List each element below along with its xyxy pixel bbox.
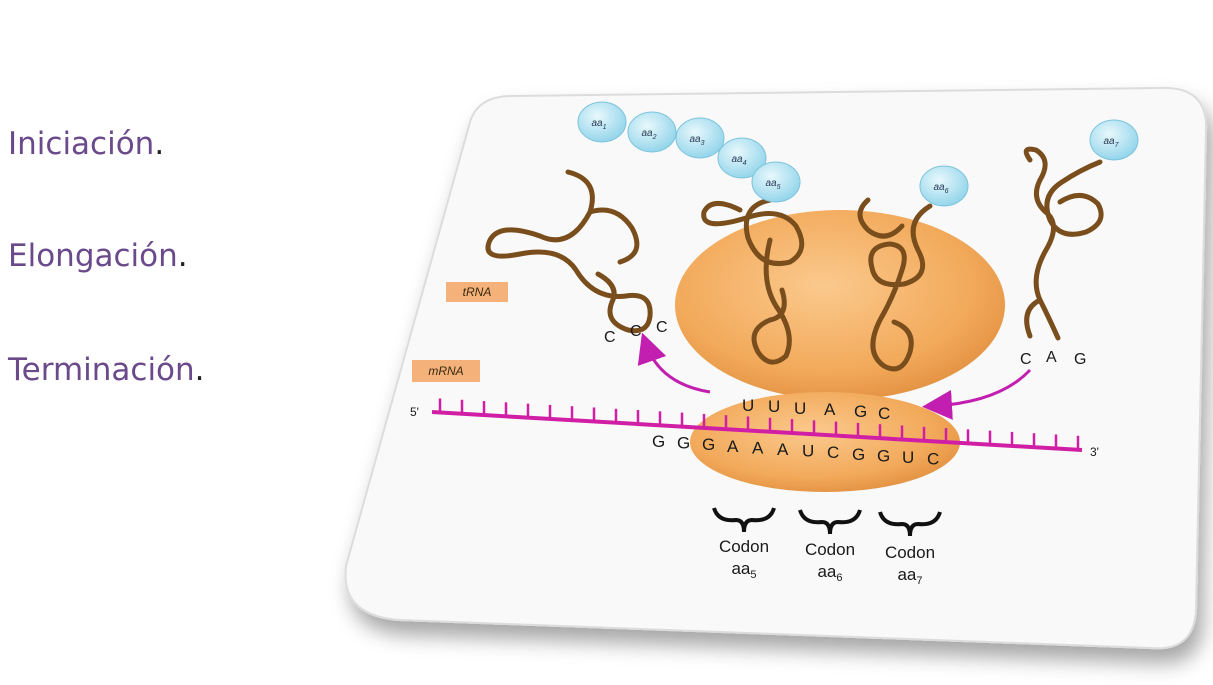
- codon-labels: Codon aa5 Codon aa6 Codon aa7: [712, 507, 942, 587]
- codon-base: C: [927, 450, 939, 469]
- stage-label: Elongación: [8, 238, 178, 274]
- codon-word: Codon: [885, 543, 935, 562]
- trna-tag: tRNA: [446, 282, 508, 302]
- anticodon-base: C: [1020, 351, 1032, 368]
- codon-word: Codon: [719, 537, 769, 556]
- a-site-trna: [857, 197, 933, 372]
- svg-text:tRNA: tRNA: [463, 285, 492, 299]
- exiting-trna: [485, 169, 653, 334]
- codon-aa: aa5: [731, 559, 756, 581]
- codon-base: G: [652, 432, 665, 451]
- amino-acid: aa5: [751, 161, 801, 203]
- codon-base: U: [902, 448, 914, 467]
- amino-acid: aa7: [1089, 119, 1139, 161]
- p-site-trna: [701, 197, 805, 365]
- codon-base: A: [727, 437, 739, 456]
- entry-arrow: [922, 368, 1032, 420]
- codon-brace: [878, 511, 942, 537]
- codon-base: G: [677, 434, 690, 453]
- anticodon-base: C: [656, 319, 668, 336]
- codon-base: G: [702, 435, 715, 454]
- incoming-trna: [1023, 146, 1104, 341]
- anticodon-base: U: [794, 399, 806, 418]
- mrna-strand: [431, 410, 1083, 452]
- ribosome-small-subunit: [690, 392, 960, 492]
- anticodon-base: A: [824, 400, 836, 419]
- stage-period: .: [177, 238, 188, 274]
- codon-brace: [712, 507, 776, 533]
- codon-label: Codon aa5: [712, 507, 776, 581]
- codon-aa: aa7: [897, 565, 922, 587]
- stage-label: Iniciación: [8, 126, 155, 162]
- amino-acid: aa6: [919, 165, 969, 207]
- mrna-tag: mRNA: [412, 360, 480, 382]
- anticodon-base: U: [742, 396, 754, 415]
- anticodon-base: G: [854, 402, 867, 421]
- stage-period: .: [194, 352, 205, 388]
- amino-acid: aa3: [675, 117, 725, 159]
- codon-base: A: [777, 440, 789, 459]
- five-prime-end: 5': [410, 405, 419, 419]
- stage-period: .: [154, 126, 165, 162]
- three-prime-end: 3': [1090, 445, 1099, 459]
- ribosome-large-subunit: [675, 210, 1005, 400]
- codon-label: Codon aa6: [798, 509, 862, 584]
- anticodon-base: C: [878, 404, 890, 423]
- svg-text:mRNA: mRNA: [428, 364, 463, 378]
- codon-label: Codon aa7: [878, 511, 942, 587]
- amino-acid: aa4: [717, 137, 767, 179]
- codon-base: G: [852, 445, 865, 464]
- amino-acid: aa1: [577, 101, 627, 143]
- mrna-ticks: [438, 398, 1080, 450]
- anticodon-base: A: [1046, 349, 1057, 366]
- codon-base: U: [802, 442, 814, 461]
- codon-aa: aa6: [817, 562, 842, 584]
- stage-label: Terminación: [8, 352, 195, 388]
- stage-initiation: Iniciación.: [8, 126, 164, 162]
- codon-brace: [798, 509, 862, 535]
- stage-termination: Terminación.: [8, 352, 205, 388]
- anticodon-base: C: [604, 329, 616, 346]
- anticodon-base: G: [1074, 351, 1086, 368]
- anticodon-base: U: [768, 397, 780, 416]
- exit-arrow: [637, 332, 711, 394]
- stage-elongation: Elongación.: [8, 238, 188, 274]
- codon-word: Codon: [805, 540, 855, 559]
- codon-base: G: [877, 446, 890, 465]
- codon-base: A: [752, 438, 764, 457]
- amino-acid: aa2: [627, 111, 677, 153]
- anticodon-base: C: [630, 323, 642, 340]
- codon-base: C: [827, 443, 839, 462]
